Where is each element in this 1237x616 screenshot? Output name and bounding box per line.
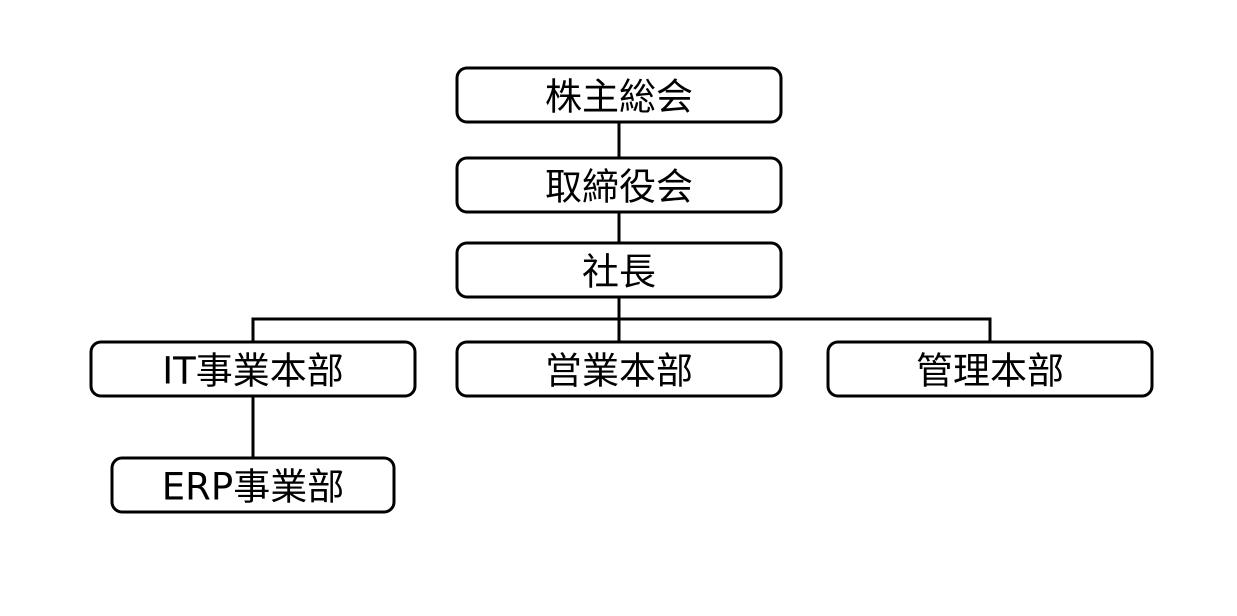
node-label: 管理本部	[916, 350, 1064, 393]
node-erp-department: ERP事業部	[110, 456, 396, 514]
node-box	[826, 340, 1154, 398]
node-shareholders-meeting: 株主総会	[455, 66, 783, 124]
node-admin-division: 管理本部	[826, 340, 1154, 398]
connector-divisions-bus	[251, 317, 992, 342]
node-box	[89, 340, 417, 398]
node-box	[455, 340, 783, 398]
node-box	[455, 156, 783, 214]
node-label: 取締役会	[545, 166, 693, 209]
node-label: ERP事業部	[162, 466, 344, 509]
node-box	[455, 241, 783, 299]
node-label: 株主総会	[545, 76, 693, 119]
node-box	[455, 66, 783, 124]
node-board-of-directors: 取締役会	[455, 156, 783, 214]
node-label: 社長	[582, 251, 656, 294]
node-box	[110, 456, 396, 514]
node-it-division: IT事業本部	[89, 340, 417, 398]
node-label: IT事業本部	[162, 350, 344, 393]
node-president: 社長	[455, 241, 783, 299]
node-label: 営業本部	[545, 350, 693, 393]
node-sales-division: 営業本部	[455, 340, 783, 398]
connectors	[251, 122, 992, 458]
